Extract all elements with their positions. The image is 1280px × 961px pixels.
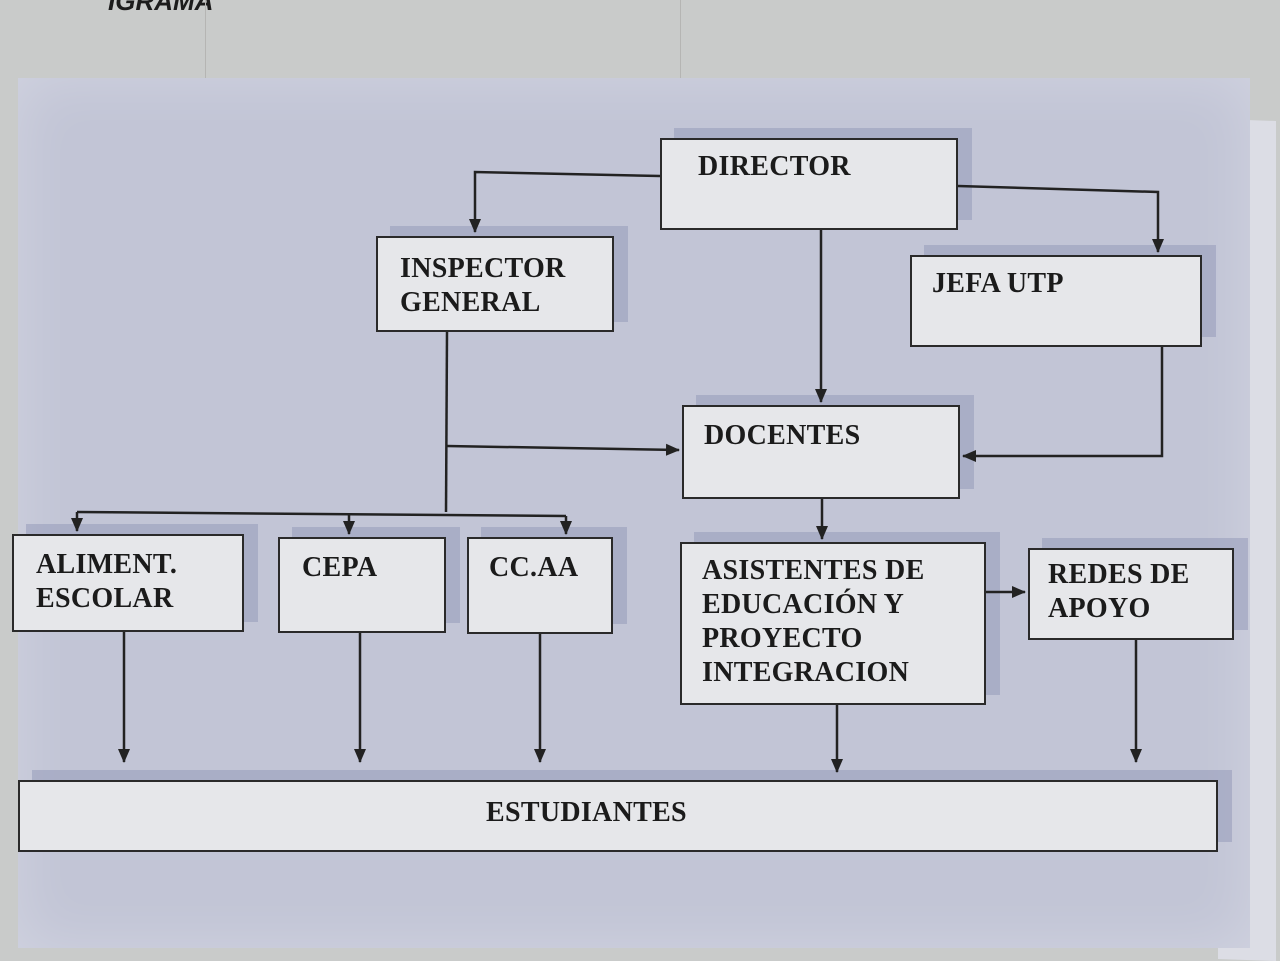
- jefa-utp-box: JEFA UTP: [910, 255, 1202, 347]
- line-inspector-trunk: [444, 331, 449, 513]
- arrow-jefa-utp-docentes: [962, 347, 1164, 462]
- aliment-escolar-box: ALIMENT. ESCOLAR: [12, 534, 244, 632]
- jefa-utp-label: JEFA UTP: [932, 268, 1064, 299]
- director-box: DIRECTOR: [660, 138, 958, 230]
- arrow-director-inspector: [469, 170, 661, 233]
- cepa-label: CEPA: [302, 552, 378, 583]
- estudiantes-label: ESTUDIANTES: [486, 797, 687, 828]
- director-label: DIRECTOR: [698, 151, 851, 182]
- line-inspector-distribution: [76, 510, 567, 518]
- arrow-director-jefa-utp: [957, 184, 1164, 253]
- redes-apoyo-box: REDES DE APOYO: [1028, 548, 1234, 640]
- docentes-label: DOCENTES: [704, 420, 861, 451]
- estudiantes-box: ESTUDIANTES: [18, 780, 1218, 852]
- ccaa-box: CC.AA: [467, 537, 613, 634]
- arrow-inspector-docentes: [446, 443, 680, 456]
- docentes-box: DOCENTES: [682, 405, 960, 499]
- ccaa-label: CC.AA: [489, 552, 579, 583]
- asistentes-box: ASISTENTES DE EDUCACIÓN Y PROYECTO INTEG…: [680, 542, 986, 705]
- cepa-box: CEPA: [278, 537, 446, 633]
- inspector-general-box: INSPECTOR GENERAL: [376, 236, 614, 332]
- page-heading-fragment: IGRAMA: [108, 0, 214, 16]
- asistentes-label: ASISTENTES DE EDUCACIÓN Y PROYECTO INTEG…: [702, 555, 925, 688]
- background-table-rule: [205, 0, 206, 90]
- background-table-rule: [680, 0, 681, 90]
- redes-apoyo-label: REDES DE APOYO: [1048, 559, 1190, 624]
- inspector-general-label: INSPECTOR GENERAL: [400, 253, 566, 318]
- aliment-escolar-label: ALIMENT. ESCOLAR: [36, 549, 178, 614]
